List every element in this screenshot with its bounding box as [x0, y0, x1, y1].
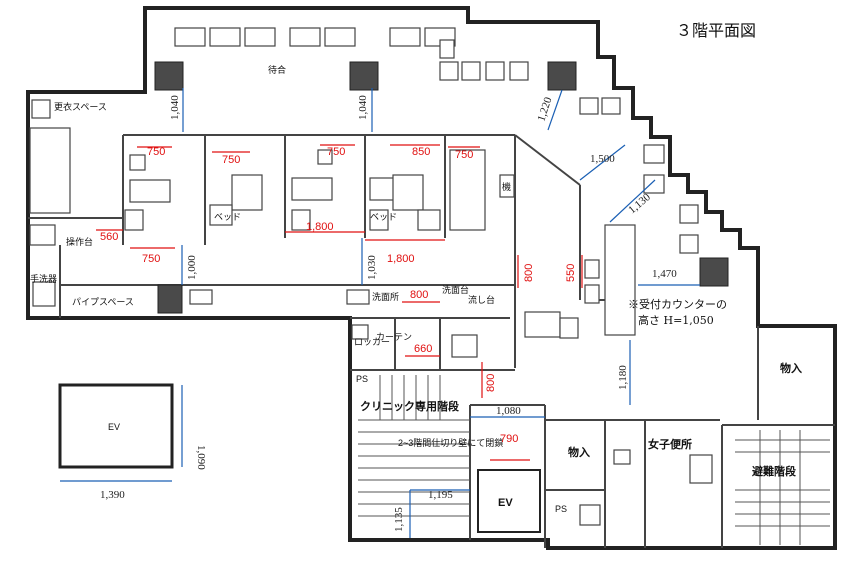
counter-note-2: 高さ H=1,050 — [638, 313, 714, 327]
red-dim-label: 850 — [412, 146, 430, 158]
handwash-label: 手洗器 — [30, 273, 57, 284]
red-dim-label: 790 — [500, 433, 518, 445]
bed-label: ベッド — [214, 212, 241, 222]
bed-label: ベッド — [370, 212, 397, 222]
red-dim-label: 550 — [565, 264, 577, 282]
ev-legend-box — [58, 383, 174, 469]
column — [547, 61, 577, 91]
red-dim-label: 750 — [327, 146, 345, 158]
outer-wall — [26, 6, 837, 550]
column — [157, 284, 183, 314]
waiting-chairs — [174, 27, 699, 254]
blue-dim-label: 1,000 — [186, 255, 198, 280]
blue-dim-label: 1,195 — [428, 489, 453, 501]
blue-dim-label: 1,135 — [393, 507, 405, 532]
operation-label: 操作台 — [66, 236, 93, 247]
clinic-stairs-treads — [358, 375, 470, 517]
machine-label: 機 — [502, 181, 511, 192]
curtain-label: カーテン — [376, 332, 412, 342]
blue-dim-label: 1,130 — [626, 191, 653, 216]
blue-dim-label: 1,180 — [617, 365, 629, 390]
blue-dim-label: 1,080 — [496, 405, 521, 417]
red-dim-label: 1,800 — [387, 253, 415, 265]
red-dim-label: 750 — [147, 146, 165, 158]
blue-dim-label: 1,390 — [100, 489, 125, 501]
column — [699, 257, 729, 287]
red-dim-label: 560 — [100, 231, 118, 243]
storage-left-label: 物入 — [568, 445, 590, 459]
stair-note-label: 2~3階間仕切り壁にて閉鎖 — [398, 437, 503, 448]
blue-dim-label: 1,500 — [590, 153, 615, 165]
exam-room-furniture — [29, 99, 713, 526]
sink-label: 流し台 — [468, 294, 495, 305]
ev-main-box — [477, 469, 541, 533]
column — [154, 61, 184, 91]
waiting-label: 待合 — [268, 64, 286, 75]
red-dim-label: 800 — [523, 264, 535, 282]
column — [349, 61, 379, 91]
storage-right-label: 物入 — [780, 361, 802, 375]
red-dim-label: 800 — [410, 289, 428, 301]
evac-stairs-treads — [735, 430, 830, 545]
ev-main-label: EV — [498, 497, 513, 509]
pipe-space-label: パイプスペース — [72, 297, 134, 307]
changing-label: 更衣スペース — [54, 101, 107, 112]
inner-walls — [28, 134, 835, 548]
red-dim-label: 800 — [485, 374, 497, 392]
red-dimension-lines — [96, 144, 583, 461]
washbasin-label: 洗面台 — [442, 284, 469, 295]
blue-dim-label: 1,040 — [357, 95, 369, 120]
locker-label: ロッカー — [354, 337, 390, 347]
red-dim-label: 1,800 — [306, 221, 334, 233]
blue-dimension-lines — [60, 88, 700, 538]
blue-dim-label: 1,030 — [366, 255, 378, 280]
blue-dim-label: 1,470 — [652, 268, 677, 280]
red-dim-label: 750 — [455, 149, 473, 161]
womens-toilet-label: 女子便所 — [648, 437, 692, 451]
counter-note-1: ※受付カウンターの — [628, 298, 727, 311]
washroom-label: 洗面所 — [372, 291, 399, 302]
red-dim-label: 660 — [414, 343, 432, 355]
ps-1-label: PS — [356, 374, 368, 384]
evac-stairs-label: 避難階段 — [752, 464, 796, 478]
blue-dim-label: 1,040 — [169, 95, 181, 120]
red-dim-label: 750 — [142, 253, 160, 265]
blue-dim-label: 1,090 — [195, 445, 207, 470]
plan-title: ３階平面図 — [676, 21, 756, 40]
clinic-stairs-label: クリニック専用階段 — [360, 399, 459, 413]
ps-2-label: PS — [555, 504, 567, 514]
ev-legend-label: EV — [108, 422, 120, 432]
red-dim-label: 750 — [222, 154, 240, 166]
